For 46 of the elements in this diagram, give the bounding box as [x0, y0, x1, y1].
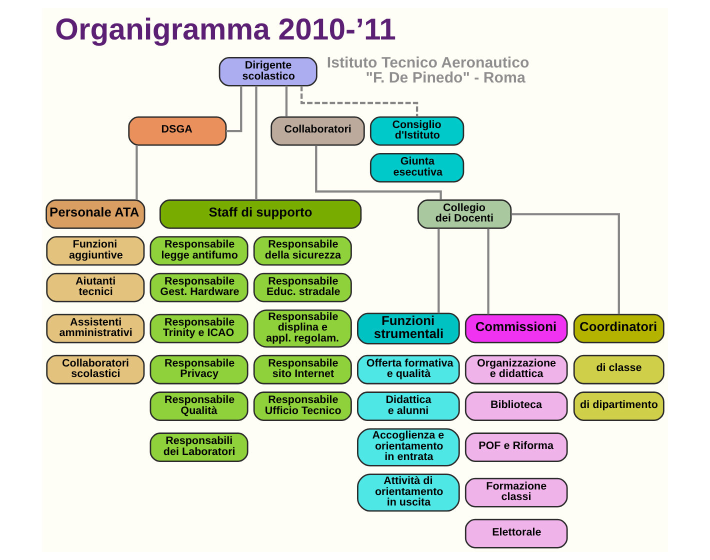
node-box: Attività di orientamento in uscita	[357, 474, 460, 512]
diagram-title: Organigramma 2010-’11	[54, 14, 396, 47]
node-box: Responsabile Ufficio Tecnico	[253, 392, 352, 422]
node-box: Responsabile Privacy	[150, 354, 248, 384]
node-box: Responsabile della sicurezza	[253, 236, 352, 266]
node-box: Consiglio d'Istituto	[370, 116, 464, 146]
node-box: di dipartimento	[573, 392, 664, 422]
connector	[511, 213, 620, 314]
connector	[285, 86, 288, 117]
node-box: Staff di supporto	[159, 199, 362, 229]
connector	[315, 145, 442, 200]
node-box: Giunta esecutiva	[370, 153, 464, 182]
node-box: Personale ATA	[46, 199, 146, 229]
node-box: Responsabile Gest. Hardware	[150, 272, 248, 302]
label: Istituto Tecnico Aeronautico "F. De Pinedo" - Roma	[326, 54, 530, 87]
node-box: Responsabile Trinity e ICAO	[150, 314, 248, 344]
node-box: DSGA	[128, 116, 227, 146]
node-box: Commissioni	[464, 314, 568, 344]
node-box: Responsabile legge antifumo	[150, 236, 248, 266]
node-box: POF e Riforma	[464, 432, 568, 462]
connector	[438, 228, 440, 314]
node-box: Aiutanti tecnici	[46, 272, 145, 302]
node-box: Assistenti amministrativi	[46, 314, 145, 344]
node-box: Responsabile sito Internet	[253, 354, 352, 384]
node-box: Accoglienza e orientamento in entrata	[357, 428, 460, 466]
node-box: Responsabili dei Laboratori	[150, 432, 248, 462]
node-box: Biblioteca	[464, 392, 568, 422]
node-box: Dirigente scolastico	[218, 56, 318, 86]
node-box: Elettorale	[464, 518, 568, 548]
node-box: Didattica e alunni	[357, 392, 460, 422]
node-box: di classe	[573, 354, 664, 384]
connector	[136, 145, 138, 200]
node-box: Funzioni strumentali	[357, 312, 460, 344]
node-box: Collaboratori scolastici	[46, 354, 145, 384]
node-box: Formazione classi	[464, 478, 568, 508]
node-box: Funzioni aggiuntive	[46, 236, 145, 266]
node-box: Responsabile displina e appl. regolam.	[253, 310, 352, 348]
node-box: Collegio dei Docenti	[417, 199, 512, 229]
node-box: Organizzazione e didattica	[464, 354, 568, 384]
node-box: Collaboratori	[270, 116, 365, 146]
node-box: Responsabile Educ. stradale	[253, 272, 352, 302]
node-box: Coordinatori	[573, 314, 664, 344]
node-box: Responsabile Qualità	[150, 392, 248, 422]
connector	[255, 86, 258, 200]
node-box: Offerta formativa e qualità	[357, 354, 460, 384]
connector	[487, 228, 490, 314]
